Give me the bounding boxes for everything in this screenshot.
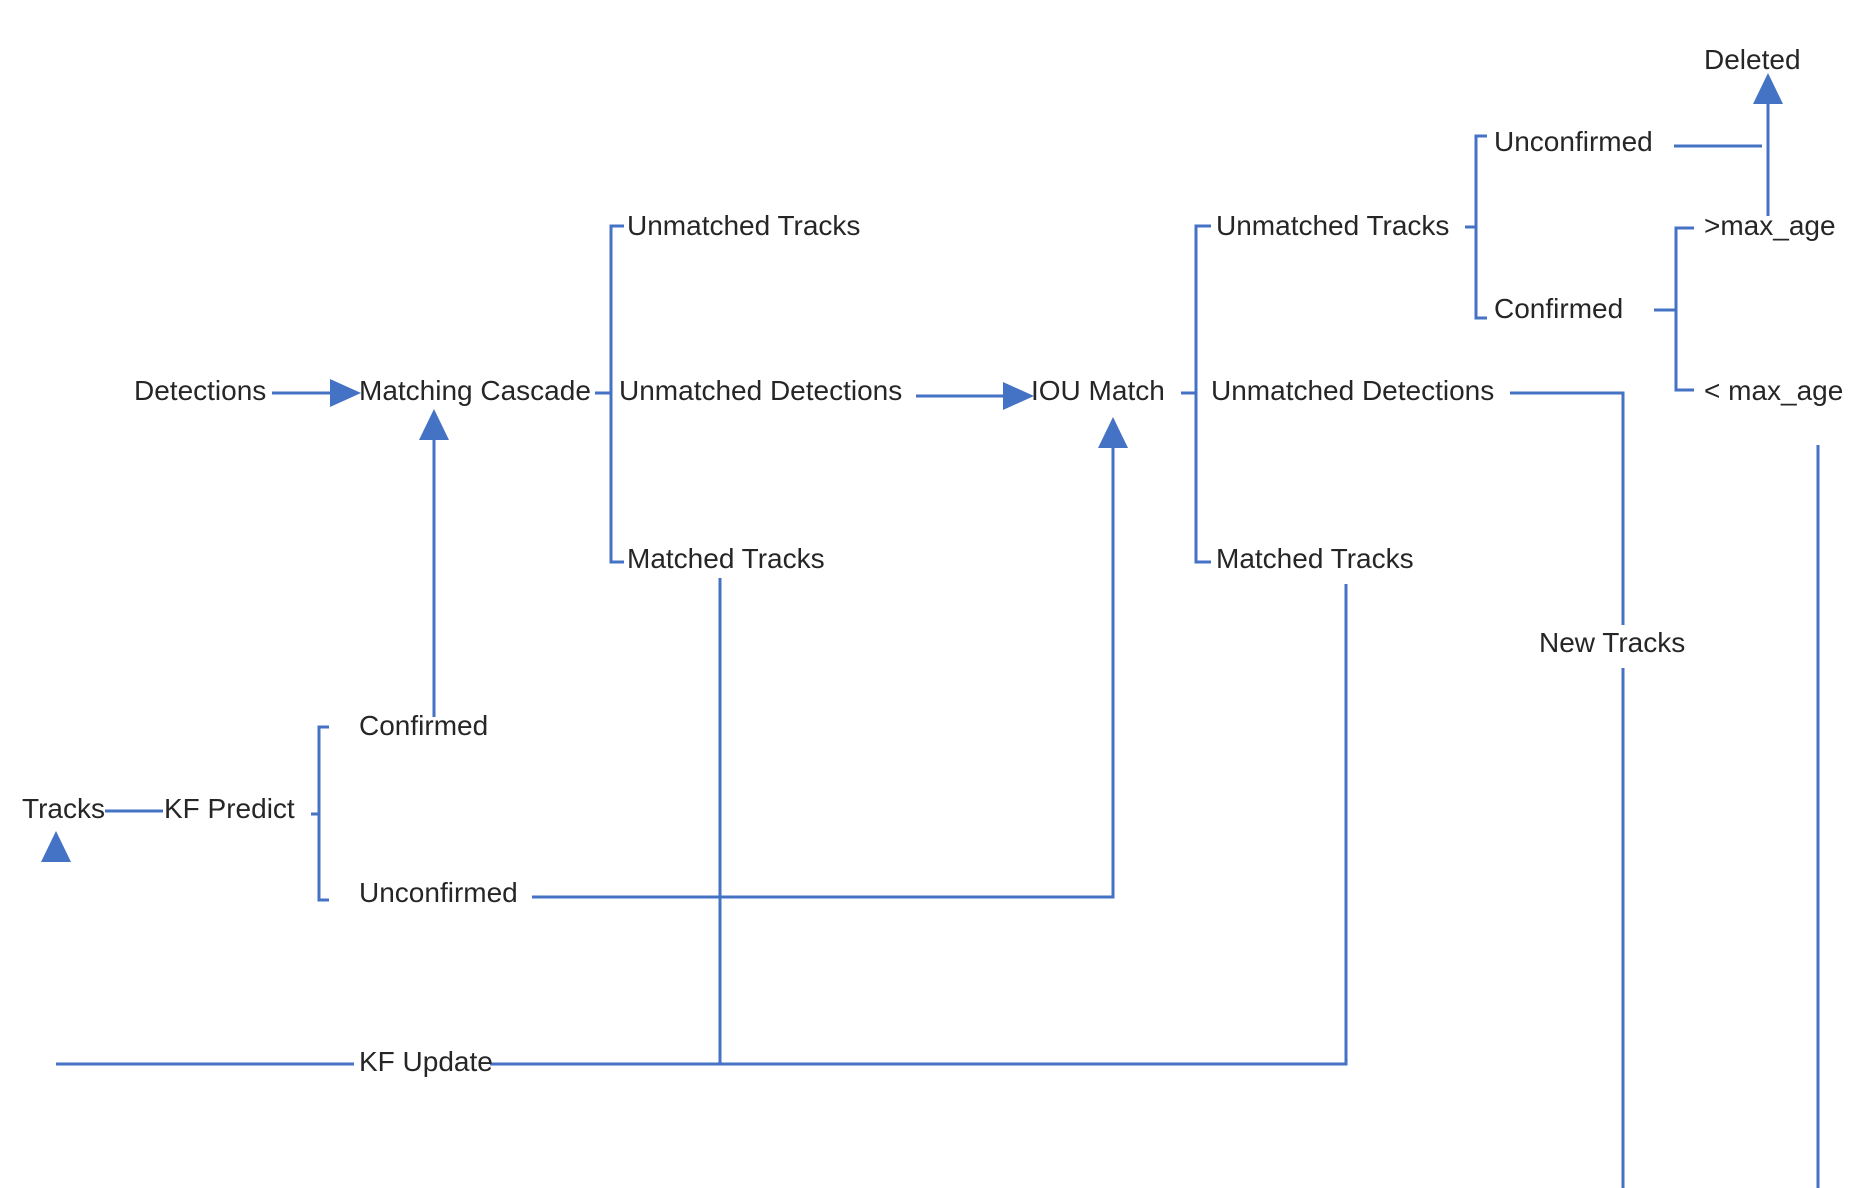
node-confirmed-bottom: Confirmed <box>359 710 488 741</box>
node-kf-predict: KF Predict <box>164 793 295 824</box>
node-unmatched-tracks-2: Unmatched Tracks <box>1216 210 1449 241</box>
node-unmatched-detections-2: Unmatched Detections <box>1211 375 1494 406</box>
node-unmatched-detections-1: Unmatched Detections <box>619 375 902 406</box>
kf-update-right-line <box>490 584 1348 1066</box>
node-gt-max-age: >max_age <box>1704 210 1836 241</box>
node-new-tracks: New Tracks <box>1539 627 1685 658</box>
unmatched-detections-to-new-tracks <box>1510 391 1625 625</box>
node-lt-max-age: < max_age <box>1704 375 1843 406</box>
arrowhead-into-deleted <box>1753 73 1783 104</box>
bracket-cascade-outputs <box>595 224 624 564</box>
node-tracks: Tracks <box>22 793 105 824</box>
node-labels: Detections Matching Cascade Unmatched Tr… <box>22 44 1843 1077</box>
node-deleted: Deleted <box>1704 44 1801 75</box>
node-unconfirmed-top: Unconfirmed <box>1494 126 1653 157</box>
node-detections: Detections <box>134 375 266 406</box>
unconfirmed-to-iou-line <box>532 448 1115 899</box>
node-unconfirmed-bottom: Unconfirmed <box>359 877 518 908</box>
bracket-iou-outputs <box>1181 224 1211 564</box>
bracket-confirmed-age <box>1654 226 1694 392</box>
connectors <box>56 99 1820 1188</box>
arrowheads <box>41 73 1783 862</box>
node-kf-update: KF Update <box>359 1046 493 1077</box>
arrowhead-confirmed-to-cascade <box>419 409 449 440</box>
arrowhead-into-matching-cascade <box>330 379 361 407</box>
arrowhead-into-iou-match <box>1003 382 1034 410</box>
node-confirmed-top: Confirmed <box>1494 293 1623 324</box>
node-matched-tracks-1: Matched Tracks <box>627 543 825 574</box>
node-unmatched-tracks-1: Unmatched Tracks <box>627 210 860 241</box>
bracket-unmatched-tracks-outputs <box>1465 134 1487 320</box>
node-iou-match: IOU Match <box>1031 375 1165 406</box>
bracket-kf-predict-outputs <box>311 725 329 902</box>
node-matched-tracks-2: Matched Tracks <box>1216 543 1414 574</box>
arrowhead-unconfirmed-to-iou <box>1098 417 1128 448</box>
arrowhead-into-tracks <box>41 831 71 862</box>
node-matching-cascade: Matching Cascade <box>359 375 591 406</box>
